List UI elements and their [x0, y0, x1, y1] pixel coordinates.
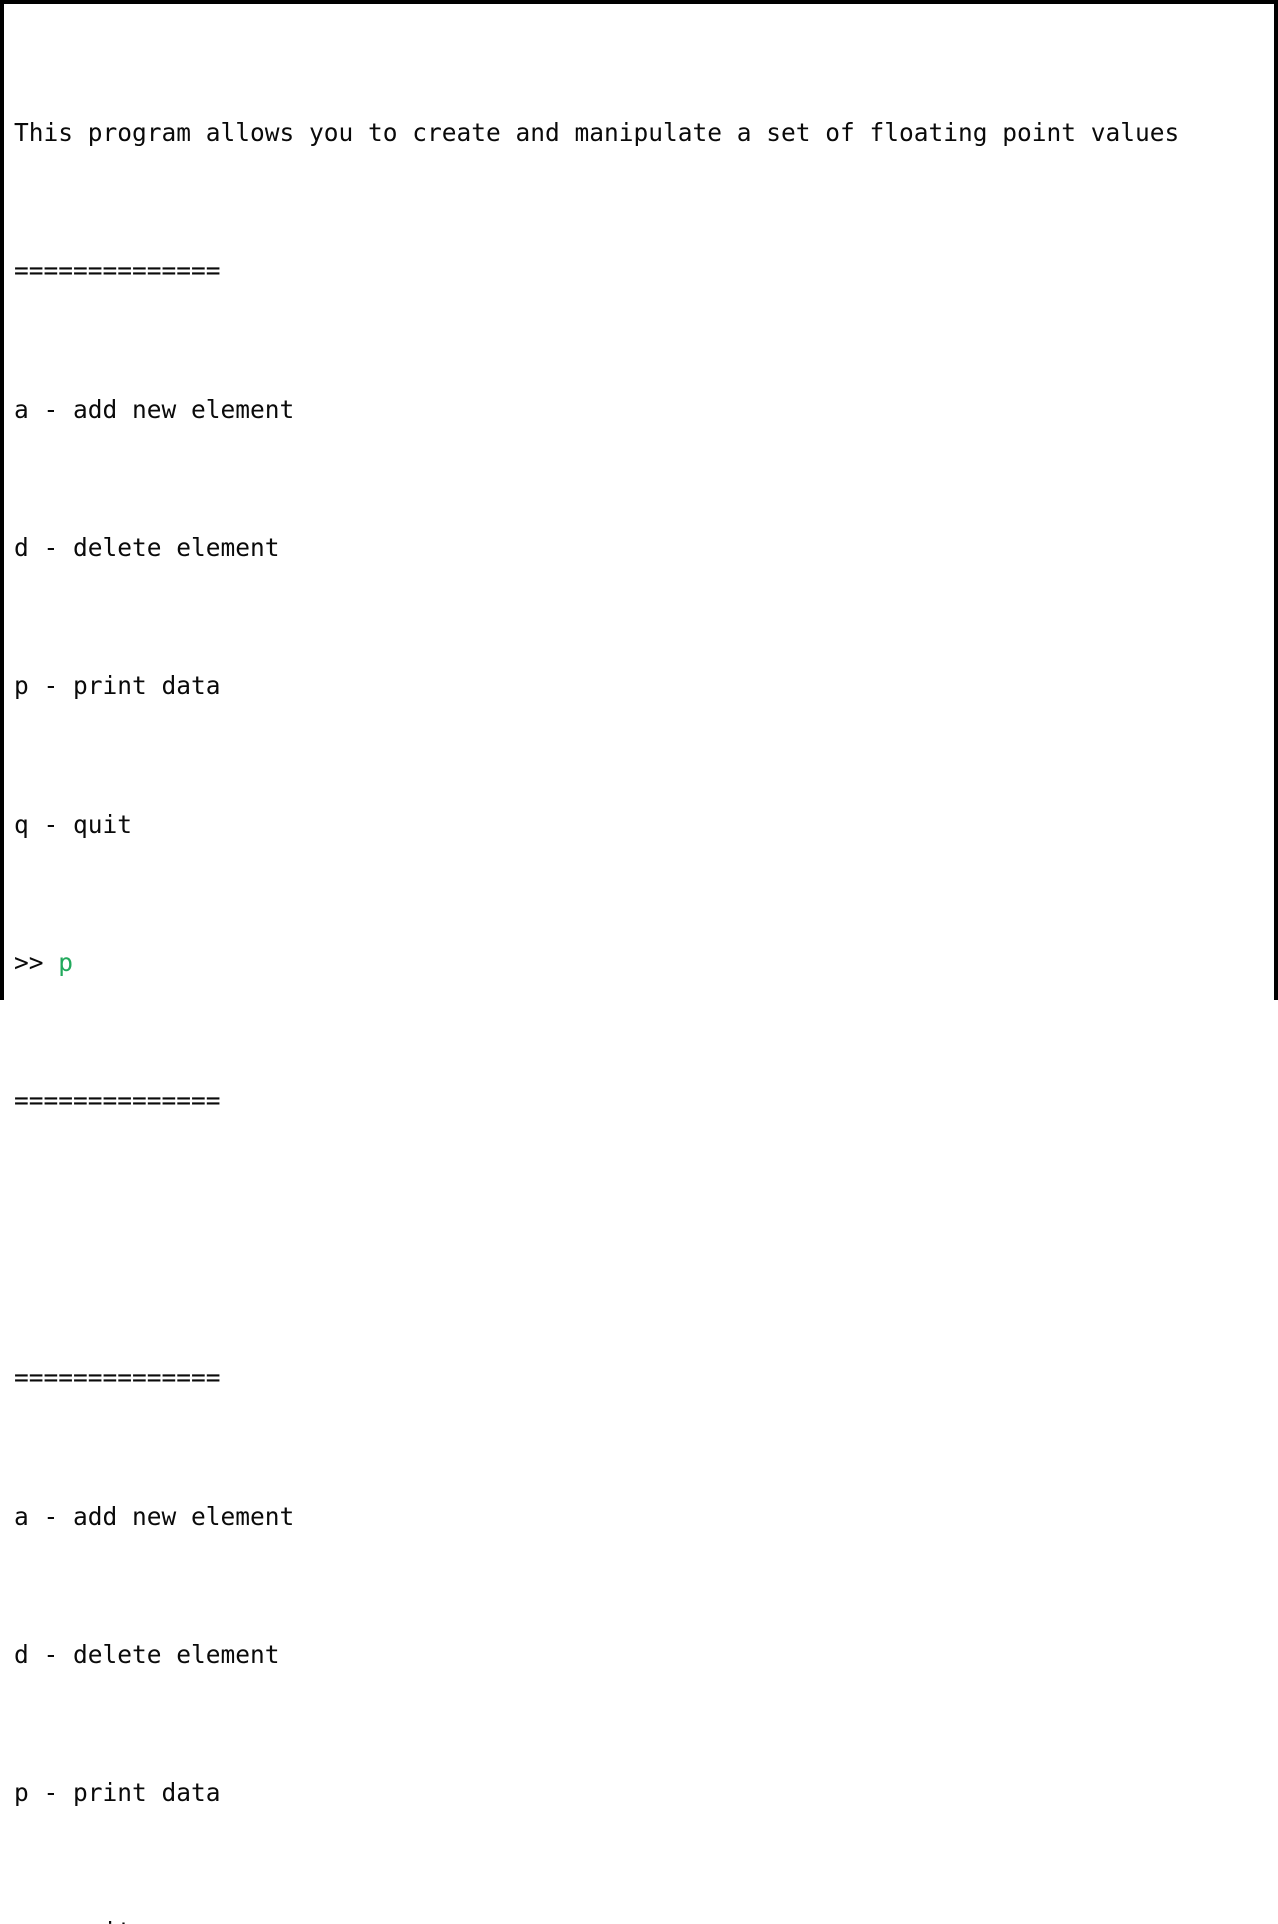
system-text: p - print data	[14, 1778, 221, 1808]
menu-item-delete: d - delete element	[14, 531, 1264, 566]
system-text: a - add new element	[14, 1501, 295, 1531]
menu-item-print: p - print data	[14, 669, 1264, 704]
menu-item-quit: q - quit	[14, 808, 1264, 843]
menu-item-add: a - add new element	[14, 393, 1264, 428]
system-text: ==============	[14, 1363, 221, 1393]
system-text: a - add new element	[14, 394, 295, 424]
prompt-line[interactable]: >> p	[14, 946, 1264, 981]
console-line-separator: ==============	[14, 254, 1264, 289]
system-text: q - quit	[14, 809, 133, 839]
system-text: d - delete element	[14, 1639, 280, 1669]
system-text: p - print data	[14, 671, 221, 701]
console-output-text[interactable]: This program allows you to create and ma…	[14, 12, 1264, 1924]
system-text: d - delete element	[14, 532, 280, 562]
console-line-separator: ==============	[14, 1084, 1264, 1119]
menu-item-add: a - add new element	[14, 1500, 1264, 1535]
user-input-text: p	[58, 948, 74, 978]
menu-item-quit: q - quit	[14, 1915, 1264, 1924]
console-line: This program allows you to create and ma…	[14, 116, 1264, 151]
menu-item-delete: d - delete element	[14, 1638, 1264, 1673]
menu-item-print: p - print data	[14, 1776, 1264, 1811]
system-text: q - quit	[14, 1917, 132, 1924]
console-line-separator: ==============	[14, 1361, 1264, 1396]
system-text: ==============	[14, 1086, 221, 1116]
system-text: This program allows you to create and ma…	[14, 117, 1180, 147]
system-text: ==============	[14, 256, 221, 286]
empty-data-output	[14, 1223, 1264, 1258]
prompt-symbol: >>	[14, 948, 59, 978]
